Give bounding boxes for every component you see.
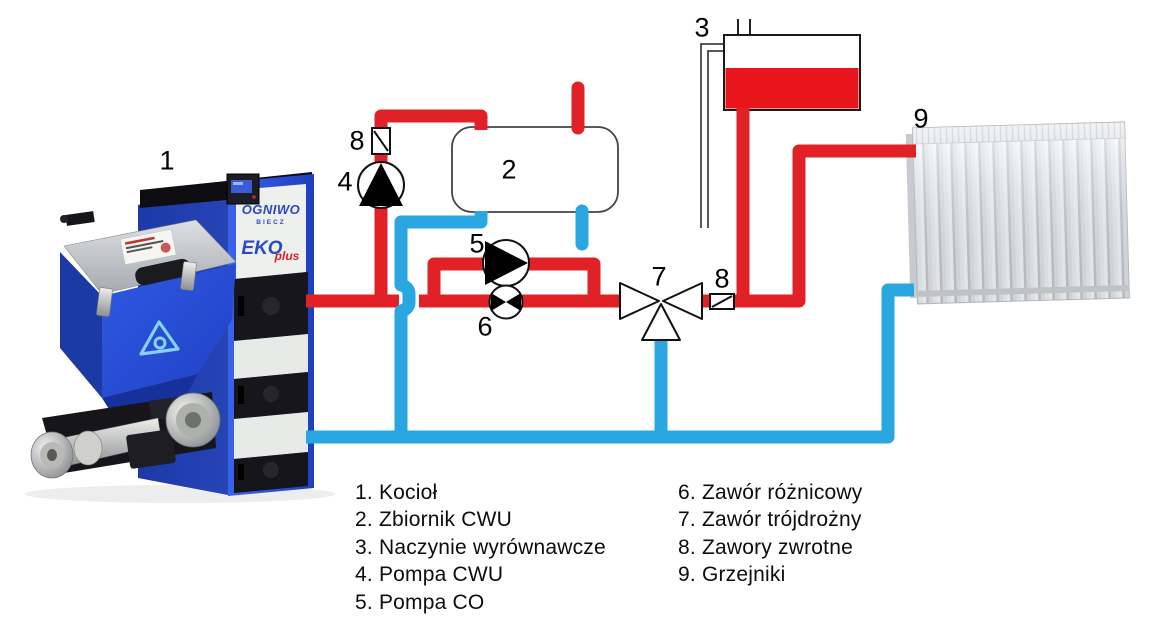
three-way-valve-symbol (619, 282, 703, 341)
marker-radiators: 9 (913, 103, 929, 134)
legend-column-right: 6. Zawór różnicowy 7. Zawór trójdrożny 8… (678, 479, 863, 589)
hopper-logo-emblem (139, 320, 180, 356)
legend-item: 9. Grzejniki (678, 563, 786, 587)
check-valve-right-symbol (709, 293, 735, 310)
pipe-return-main (306, 283, 914, 444)
legend-item: 8. Zawory zwrotne (678, 535, 853, 559)
pump-co-symbol (482, 239, 530, 287)
marker-diff-valve: 6 (477, 311, 493, 342)
marker-pump-cwu: 4 (337, 166, 353, 197)
check-valve-top-symbol (371, 127, 391, 155)
marker-pump-co: 5 (469, 228, 485, 259)
boiler-photo: OGNIWO BIECZ EKO plus (25, 172, 335, 503)
legend-item: 5. Pompa CO (355, 590, 485, 614)
warning-sticker (119, 228, 177, 265)
legend-item: 2. Zbiornik CWU (355, 508, 513, 532)
radiator (905, 121, 1130, 305)
overflow-pipe (700, 43, 724, 228)
marker-check-valve-top: 8 (349, 125, 365, 156)
vessel-fluid (725, 68, 859, 109)
pump-cwu-symbol (357, 161, 405, 209)
boiler-controller (226, 173, 260, 205)
marker-expansion-vessel: 3 (694, 12, 710, 43)
legend-item: 1. Kocioł (355, 481, 438, 504)
pipe-pump-cwu-loop (374, 109, 488, 307)
boiler-brand-sub: BIECZ (256, 219, 286, 226)
boiler-burner-feeder (30, 392, 221, 479)
differential-valve-symbol (488, 284, 524, 320)
marker-three-way-valve: 7 (651, 261, 667, 292)
boiler-brand-name: OGNIWO (242, 202, 301, 217)
vessel-vent (737, 19, 751, 35)
legend-column-left: 1. Kocioł 2. Zbiornik CWU 3. Naczynie wy… (355, 479, 606, 616)
expansion-vessel (700, 19, 861, 228)
boiler-model: EKO (241, 238, 282, 259)
legend-item: 3. Naczynie wyrównawcze (355, 535, 606, 559)
return-pipes (306, 204, 914, 444)
marker-tank-cwu: 2 (501, 154, 517, 185)
pipe-supply-radiator (700, 144, 916, 308)
boiler-brand-panel (236, 184, 306, 279)
boiler-model-suffix: plus (274, 249, 300, 263)
legend-item: 7. Zawór trójdrożny (678, 508, 862, 532)
cwu-tank (451, 126, 619, 213)
legend-item: 6. Zawór różnicowy (678, 481, 863, 504)
marker-check-valve-right: 8 (714, 263, 730, 294)
pipe-tank-return (394, 211, 488, 431)
marker-boiler: 1 (159, 145, 175, 176)
legend-item: 4. Pompa CWU (355, 563, 504, 587)
